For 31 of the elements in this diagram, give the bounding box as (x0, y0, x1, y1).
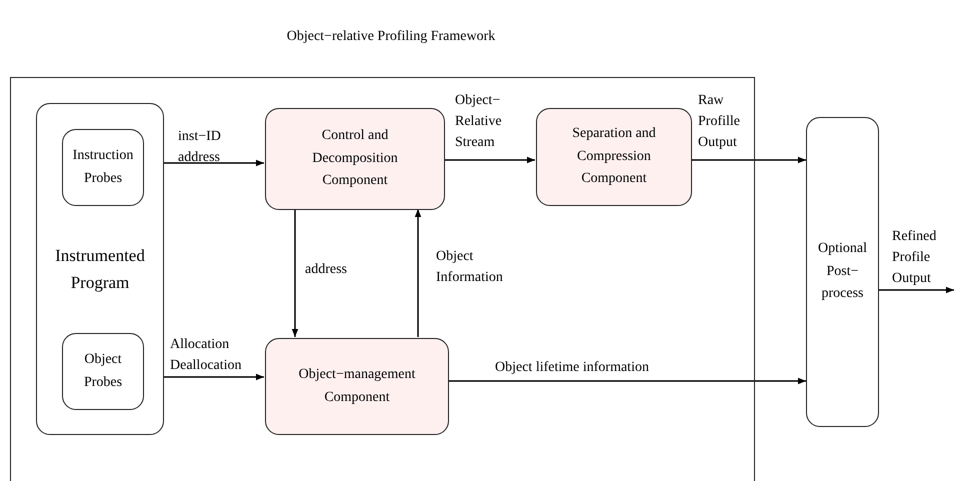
arrow (448, 378, 806, 384)
probe-box (62, 129, 144, 206)
arrow (414, 209, 422, 337)
edge-label: Object− Relative Stream (455, 92, 503, 152)
edge-label: Object Information (436, 248, 504, 287)
box-label: Object−management Component (298, 366, 416, 406)
edge-label: address (305, 261, 348, 279)
arrow (292, 209, 298, 337)
box-label: Instruction Probes (72, 147, 134, 188)
arrow (691, 156, 806, 164)
edge-label: Allocation Deallocation (170, 336, 243, 375)
arrow (163, 374, 264, 380)
component-box (265, 108, 445, 210)
edge-label: Refined Profile Output (892, 228, 938, 288)
frame-heading: Object−relative Profiling Framework (286, 28, 496, 46)
arrow (879, 286, 954, 294)
box-label: Instrumented Program (54, 244, 146, 294)
edge-label: Object lifetime information (495, 359, 650, 377)
arrow (444, 156, 535, 164)
component-box (265, 338, 449, 435)
arrow (163, 160, 264, 166)
box-label: Object Probes (82, 351, 124, 392)
edge-label: inst−ID address (178, 128, 222, 167)
edge-label: Raw Profille Output (698, 92, 741, 152)
box-label: Optional Post− process (817, 240, 868, 304)
box-label: Separation and Compression Component (571, 125, 657, 188)
box-label: Control and Decomposition Component (311, 127, 399, 190)
component-box (536, 108, 692, 206)
postprocess-box (806, 117, 879, 427)
probe-box (62, 333, 144, 410)
program-box (36, 103, 164, 435)
